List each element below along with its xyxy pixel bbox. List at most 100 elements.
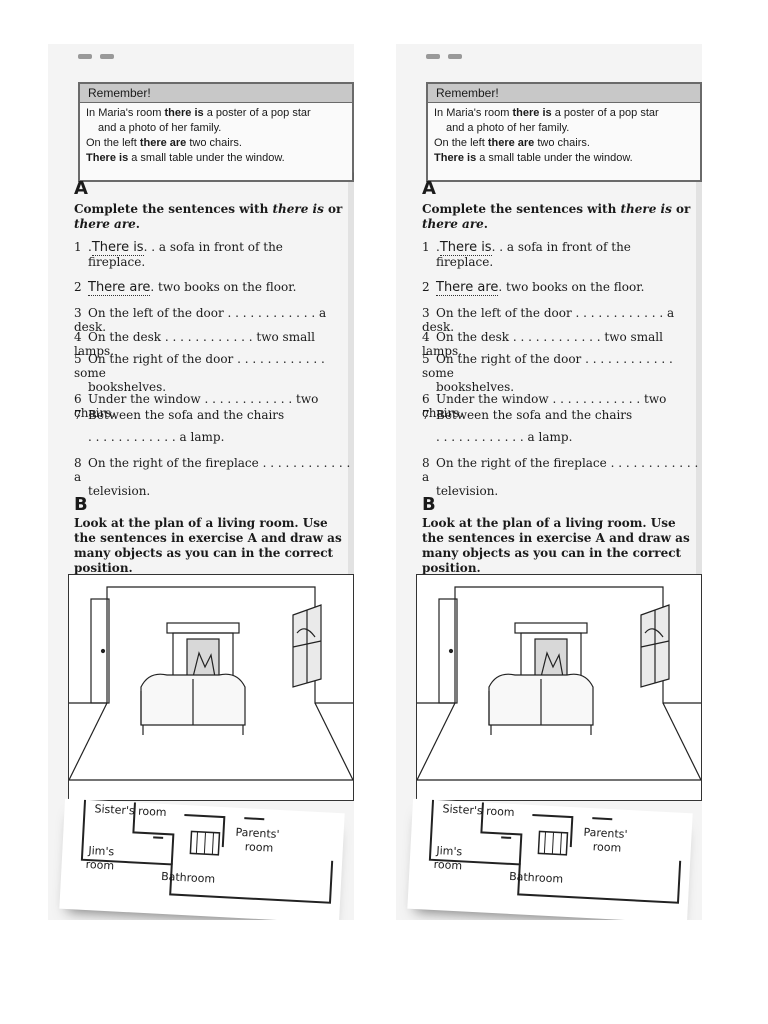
item-pre: On the right of the door [436,352,586,366]
page-edge-shadow [348,116,354,656]
item-pre: On the left of the door [88,306,228,320]
living-room-illustration [416,574,702,801]
item-post: . . a sofa in front of the [143,240,283,254]
item-number: 6 [74,392,82,406]
item-cont: bookshelves. [88,380,167,394]
item-number: 8 [74,456,82,470]
plan-label-parents: Parents' [583,825,628,842]
item-cont: television. [436,484,499,498]
remember-title: Remember! [428,84,700,103]
exercise-item-4: 4 On the desk . . . . . . . . . . . . two… [422,330,702,358]
item-number: 3 [74,306,82,320]
floor-plan-drawing [80,799,334,904]
margin-word: lan [353,172,354,183]
item-number: 1 [422,240,430,254]
instr-a-part2: there is [620,202,672,216]
item-post: . two books on the floor. [498,280,645,294]
plan-label-jims: Jim's [88,844,115,859]
section-a-instructions: Complete the sentences with there is or … [74,202,352,232]
item-post: . . . . . . . . . . . . two small lamps. [74,330,315,358]
section-b-instructions: Look at the plan of a living room. Use t… [74,516,342,575]
item-number: 4 [422,330,430,344]
item-pre: On the desk [88,330,165,344]
item-post: . . . . . . . . . . . . a [422,456,699,484]
remember-text: In Maria's room there is a poster of a p… [428,103,700,169]
plan-label-jims-room: room [433,857,463,873]
item-pre: Between the sofa and the chairs [88,408,285,422]
remember-line3-b: there are [139,137,187,149]
worksheet-copy-right: Remember! In Maria's room there is a pos… [396,44,702,920]
item-post: . two books on the floor. [150,280,297,294]
item-pre: On the right of the fireplace [436,456,611,470]
item-number: 3 [422,306,430,320]
item-number: 1 [74,240,82,254]
item-post: . . a sofa in front of the [491,240,631,254]
remember-line3-c: two chairs. [534,137,590,149]
item-number: 4 [74,330,82,344]
plan-label-bathroom: Bathroom [508,869,564,886]
living-room-drawing [416,586,702,781]
item-post: . . . . . . . . . . . . two small lamps. [422,330,663,358]
house-floor-plan: Sister's room Parents' room Jim's room B… [59,798,345,920]
plan-label-bathroom: Bathroom [160,869,216,886]
plan-label-parents-room: room [244,840,274,855]
page-edge-shadow [696,116,702,656]
item-pre: . [88,240,92,254]
instr-a-part2: there is [272,202,324,216]
handwritten-answer: There is [91,240,144,256]
item-number: 2 [422,280,430,294]
remember-line1-c: a poster of a pop star [551,107,659,119]
item-cont: bookshelves. [436,380,515,394]
section-b-letter: B [74,494,88,515]
top-bleed-marks [78,44,138,59]
remember-line2: and a photo of her family. [446,122,570,134]
handwritten-answer: There are [88,280,151,296]
handwritten-answer: There are [436,280,499,296]
item-cont: fireplace. [436,255,494,269]
remember-title: Remember! [80,84,352,103]
instr-a-part4: there are [74,217,136,231]
item-number: 7 [422,408,430,422]
remember-line4-a: There is [86,152,129,164]
item-pre: Between the sofa and the chairs [436,408,633,422]
instr-a-part3: or [323,202,343,216]
plan-label-jims-room: room [85,857,115,873]
plan-label-parents-room: room [592,840,622,855]
floor-plan-drawing [428,799,682,904]
item-cont: . . . . . . . . . . . . a lamp. [88,430,225,444]
instr-a-part1: Complete the sentences with [74,202,273,216]
remember-line3-a: On the left [86,137,140,149]
remember-line3-a: On the left [434,137,488,149]
instr-a-part3: or [671,202,691,216]
remember-line4-a: There is [434,152,477,164]
remember-line2: and a photo of her family. [98,122,222,134]
instr-a-part5: . [483,217,488,231]
remember-line1-c: a poster of a pop star [203,107,311,119]
item-post: . . . . . . . . . . . . a desk. [74,306,327,334]
item-post: . . . . . . . . . . . . two chairs. [74,392,319,420]
item-number: 8 [422,456,430,470]
instr-a-part1: Complete the sentences with [422,202,621,216]
item-pre: Under the window [88,392,205,406]
remember-text: In Maria's room there is a poster of a p… [80,103,352,169]
plan-label-parents: Parents' [235,825,280,842]
item-number: 2 [74,280,82,294]
exercise-item-8: 8 On the right of the fireplace . . . . .… [422,456,702,498]
remember-line4-b: a small table under the window. [128,152,285,164]
remember-line1-a: In Maria's room [434,107,513,119]
item-pre: . [436,240,440,254]
item-pre: On the desk [436,330,513,344]
exercise-item-3: 3 On the left of the door . . . . . . . .… [74,306,354,334]
item-number: 5 [74,352,82,366]
item-number: 5 [422,352,430,366]
section-b-letter: B [422,494,436,515]
top-bleed-marks [426,44,486,59]
section-b-instructions: Look at the plan of a living room. Use t… [422,516,690,575]
remember-line1-a: In Maria's room [86,107,165,119]
living-room-drawing [68,586,354,781]
